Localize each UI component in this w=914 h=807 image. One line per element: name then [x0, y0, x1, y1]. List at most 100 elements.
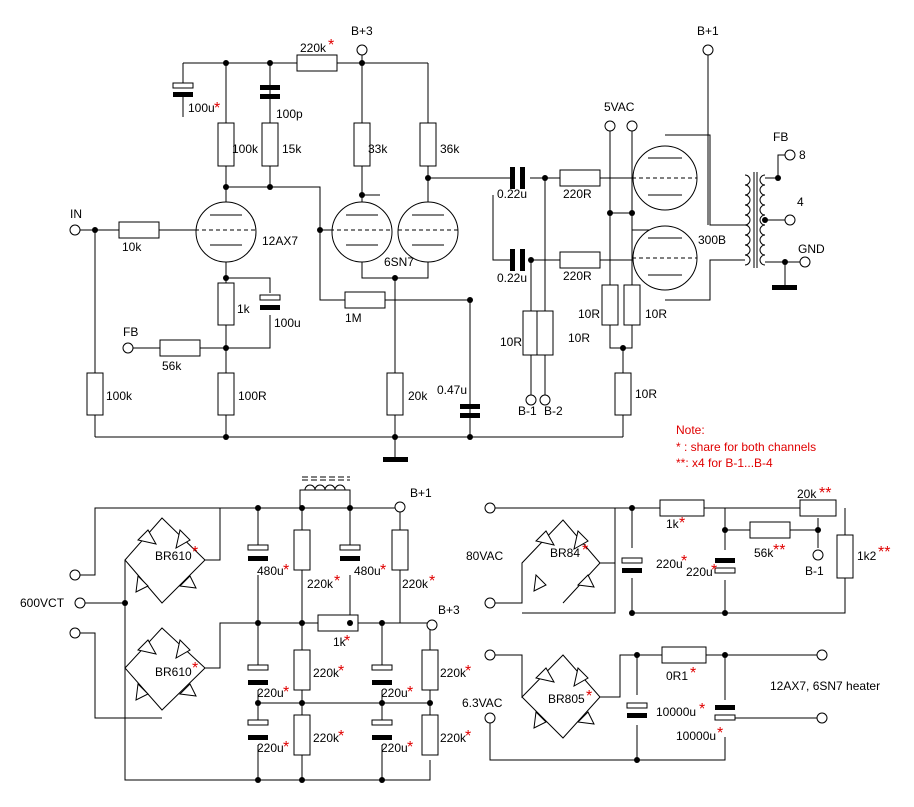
- psu-bias-r-1k2: [836, 534, 854, 579]
- label-b-2: B-2: [544, 404, 563, 418]
- psu-heater-diodes: [533, 667, 595, 729]
- psu-hv-choke: [302, 476, 350, 491]
- marker-star: *: [338, 728, 344, 745]
- marker-star: *: [214, 100, 220, 117]
- marker-star: *: [407, 684, 413, 701]
- psu-bias-r-56k: [749, 521, 791, 539]
- note-line-2: **: x4 for B-1...B-4: [676, 456, 773, 470]
- psu-bias-r-56k-label: 56k: [754, 546, 774, 560]
- label-c-022u-2: 0.22u: [497, 271, 527, 285]
- marker-double-star: **: [878, 544, 890, 561]
- output-transformer: [744, 172, 766, 268]
- marker-star: *: [582, 542, 588, 559]
- psu-hv-c-220u-c: 220u: [381, 686, 408, 700]
- psu-heater-c-2-plate: [714, 714, 736, 721]
- psu-bias-c-1-label: 220u: [656, 557, 683, 571]
- label-r-220k-top: 220k: [300, 41, 327, 55]
- label-r-10r-e: 10R: [635, 387, 657, 401]
- marker-star: *: [429, 573, 435, 590]
- tube-300b-upper: [632, 145, 698, 211]
- psu-heater-wiring: [489, 654, 820, 761]
- psu-hv-diodes: [135, 529, 197, 701]
- marker-star: *: [192, 660, 198, 677]
- label-r-10r-b: 10R: [568, 331, 590, 345]
- psu-bias-terminals: [484, 502, 824, 609]
- tube-12ax7-label: 12AX7: [262, 234, 298, 248]
- label-b-plus-3: B+3: [351, 24, 373, 38]
- marker-star: *: [681, 553, 687, 570]
- label-c-047u: 0.47u: [437, 383, 467, 397]
- psu-heater-load-label: 12AX7, 6SN7 heater: [770, 679, 880, 693]
- marker-star: *: [679, 515, 685, 532]
- marker-star: *: [192, 544, 198, 561]
- marker-star: *: [344, 633, 350, 650]
- psu-hv-b-plus-1: B+1: [410, 486, 432, 500]
- note-title: Note:: [676, 423, 705, 437]
- psu-bias-r-1k2-label: 1k2: [857, 549, 877, 563]
- marker-star: *: [328, 37, 334, 54]
- label-b-1: B-1: [518, 404, 537, 418]
- label-in: IN: [70, 207, 82, 221]
- psu-bias-ac-label: 80VAC: [466, 549, 503, 563]
- psu-hv-r-220k-2: 220k: [402, 577, 429, 591]
- marker-star: *: [283, 684, 289, 701]
- tube-300b-lower: [632, 225, 698, 291]
- psu-heater-terminals: [484, 649, 828, 724]
- label-r-56k: 56k: [162, 359, 182, 373]
- marker-star: *: [407, 739, 413, 756]
- label-r-10r-c: 10R: [578, 307, 600, 321]
- psu-hv-c-220u-d: 220u: [381, 741, 408, 755]
- tube-6sn7-left: [330, 201, 393, 263]
- psu-hv-wiring: [75, 489, 433, 781]
- junction-dots: [92, 60, 788, 440]
- label-r-1m: 1M: [345, 311, 362, 325]
- label-r-100r: 100R: [238, 389, 267, 403]
- psu-heater-dots: [634, 652, 728, 763]
- tube-6sn7-right: [397, 201, 459, 263]
- psu-bias-c-2: [715, 558, 735, 563]
- psu-heater-ac-label: 6.3VAC: [462, 696, 503, 710]
- marker-star: *: [380, 562, 386, 579]
- psu-bias-r-20k-label: 20k: [797, 487, 817, 501]
- psu-hv-caps: [247, 544, 393, 740]
- label-tap-8: 8: [799, 148, 806, 162]
- label-fb-right: FB: [773, 130, 788, 144]
- psu-heater-bridge: BR805: [548, 692, 585, 706]
- label-r-10r-a: 10R: [500, 335, 522, 349]
- psu-bias-bridge: BR84: [550, 546, 580, 560]
- psu-hv-ac-label: 600VCT: [20, 596, 65, 610]
- psu-bias-b-1-label: B-1: [805, 564, 824, 578]
- psu-hv-r-220k-a: 220k: [313, 666, 340, 680]
- marker-star: *: [699, 701, 705, 718]
- marker-star: *: [586, 688, 592, 705]
- label-r-10k: 10k: [122, 240, 142, 254]
- psu-hv-resistors: [293, 529, 439, 756]
- ground-symbol: [772, 285, 797, 290]
- label-r-10r-d: 10R: [645, 307, 667, 321]
- psu-hv-bridge-1: BR610: [155, 549, 192, 563]
- marker-star: *: [283, 739, 289, 756]
- psu-heater-r-0r1-label: 0R1: [666, 669, 688, 683]
- label-r-36k: 36k: [440, 142, 460, 156]
- psu-hv-bridge-2: BR610: [155, 665, 192, 679]
- psu-heater-c-1: [626, 702, 648, 709]
- psu-hv-dots: [122, 505, 433, 783]
- psu-bias-r-20k: [799, 499, 837, 517]
- label-c-022u-1: 0.22u: [497, 187, 527, 201]
- psu-bias-diodes: [533, 530, 595, 592]
- label-r-220r-2: 220R: [563, 269, 592, 283]
- label-r-1k-cath: 1k: [237, 302, 251, 316]
- psu-hv-r-220k-b: 220k: [313, 731, 340, 745]
- label-c-100u-cath: 100u: [274, 316, 301, 330]
- label-tap-4: 4: [797, 195, 804, 209]
- psu-hv-c-220u-a: 220u: [257, 686, 284, 700]
- psu-heater-c-1-plate: [627, 713, 647, 718]
- psu-bias-dots: [629, 505, 821, 616]
- amplifier-capacitors: [172, 82, 525, 418]
- marker-star: *: [338, 663, 344, 680]
- psu-bias-c-1: [621, 557, 643, 564]
- marker-double-star: **: [773, 542, 785, 559]
- psu-bias-c-1-plate: [622, 568, 642, 573]
- psu-heater-c-2: [715, 705, 735, 710]
